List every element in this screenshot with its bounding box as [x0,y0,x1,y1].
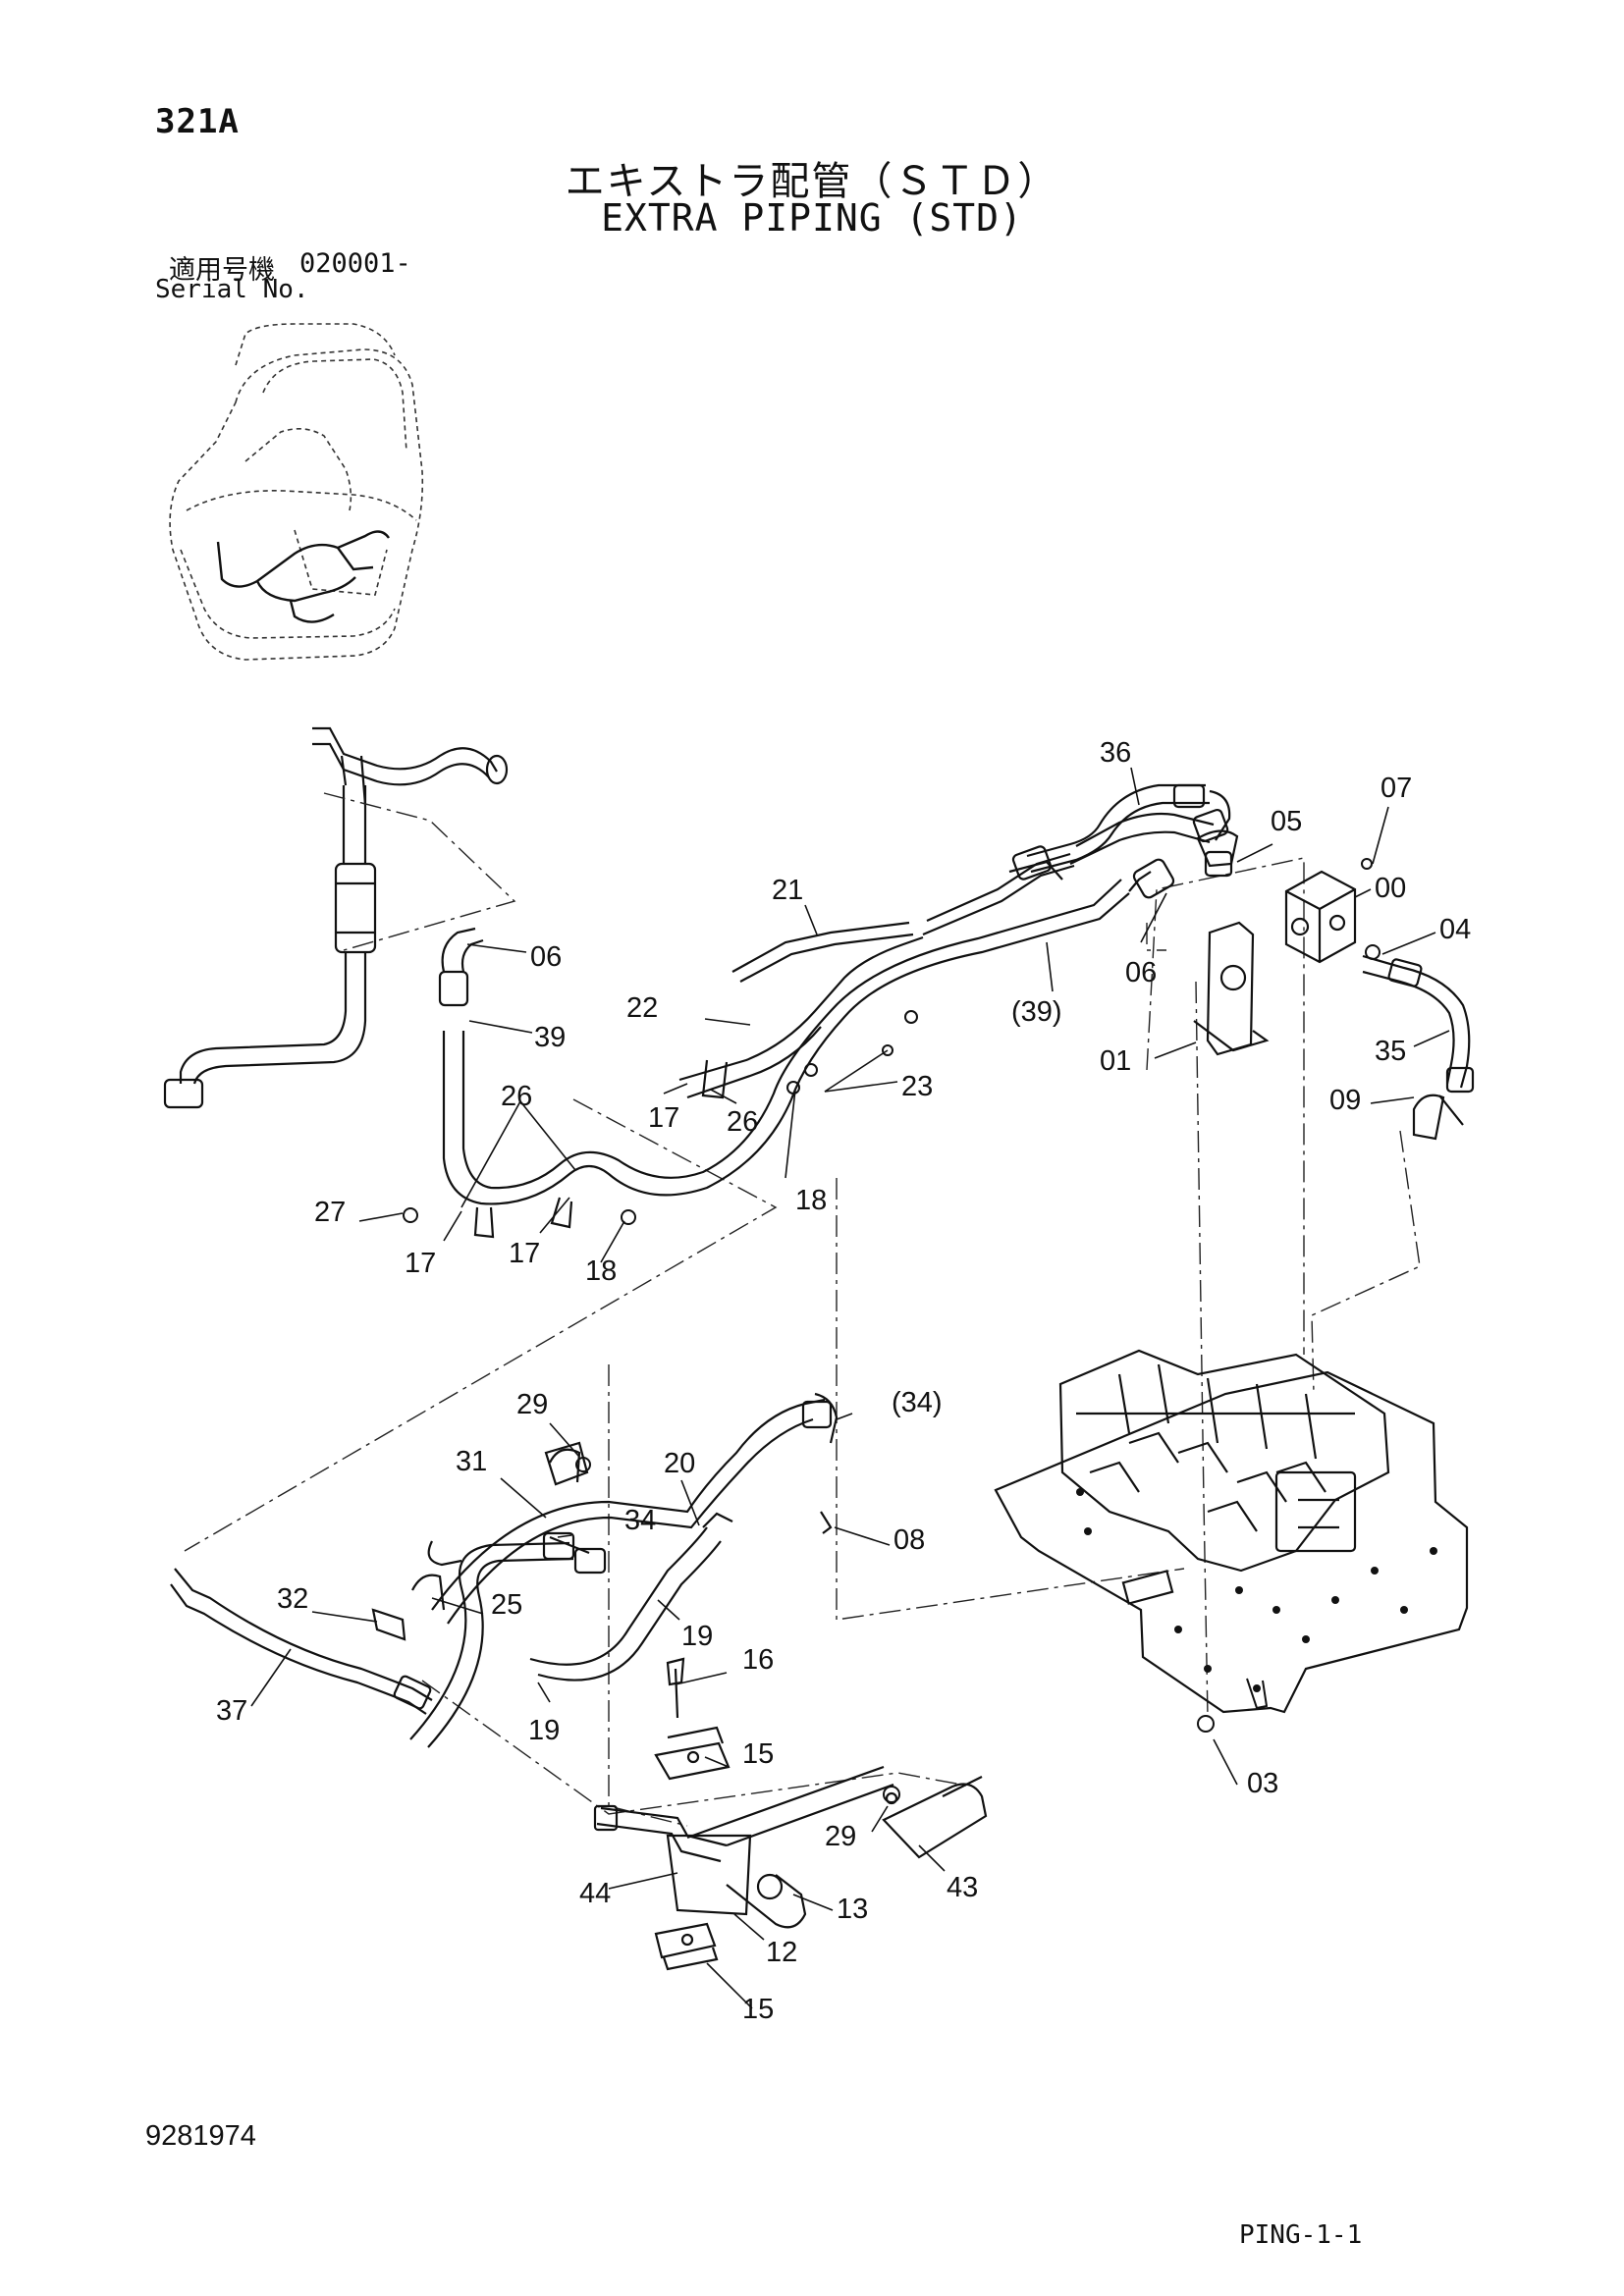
valve-block-00 [1284,870,1357,964]
callout-27: 27 [314,1197,346,1228]
serial-range: 020001- [299,248,411,279]
callout-12: 12 [766,1937,797,1968]
callout-34: 34 [624,1505,656,1536]
callout-numbers: 36 07 05 00 04 21 06 06 39 (39) 22 01 35… [216,737,1471,2025]
callout-36: 36 [1100,737,1131,769]
callout-15-bottom: 15 [742,1994,774,2025]
base-plate-holes [1076,1488,1437,1692]
small-fittings [403,858,1380,1803]
callout-05: 05 [1271,806,1302,837]
title-japanese: エキストラ配管（ＳＴＤ） [565,159,1059,204]
lower-hose-assembly [170,1392,839,1748]
document-number: 9281974 [145,2120,256,2152]
callout-18-left: 18 [585,1255,617,1287]
callout-16: 16 [742,1644,774,1676]
upper-hose-assembly [438,808,1233,1239]
callout-39: 39 [534,1022,566,1053]
callout-34-paren: (34) [892,1387,943,1418]
callout-29-bottom: 29 [825,1821,856,1852]
callout-31: 31 [456,1446,487,1477]
callout-09: 09 [1329,1085,1361,1116]
serial-label-english: Serial No. [155,275,309,304]
control-valve-assembly [994,1349,1469,1714]
callout-03: 03 [1247,1768,1278,1799]
serial-label-japanese: 適用号機 [169,255,275,286]
callout-25: 25 [491,1589,522,1621]
machine-overview-piping [216,530,390,623]
callout-15-top: 15 [742,1738,774,1770]
page-number: 321A [155,102,240,141]
callout-08: 08 [893,1524,925,1556]
callout-32: 32 [277,1583,308,1615]
leader-lines [184,792,1421,1827]
callout-35: 35 [1375,1036,1406,1067]
callout-20: 20 [664,1448,695,1479]
callout-17-left: 17 [405,1248,436,1279]
callout-44: 44 [579,1878,611,1909]
bottom-pipe-clamp-assembly [593,1657,988,1971]
callout-26-center: 26 [727,1106,758,1138]
callout-17-mid: 17 [509,1238,540,1269]
hose-35-assembly [1362,954,1475,1141]
callout-39-paren: (39) [1011,996,1062,1028]
callout-00: 00 [1375,873,1406,904]
callout-26-left: 26 [501,1081,532,1112]
callout-22: 22 [626,992,658,1024]
callout-13: 13 [837,1894,868,1925]
callout-06-left: 06 [530,941,562,973]
upper-left-pipe-assembly [163,726,509,1109]
callout-06-right: 06 [1125,957,1157,988]
callout-19-right: 19 [681,1621,713,1652]
callout-04: 04 [1439,914,1471,945]
bracket-01 [1193,921,1270,1056]
callout-43: 43 [947,1872,978,1903]
callout-23: 23 [901,1071,933,1102]
callout-21: 21 [772,875,803,906]
callout-17-center: 17 [648,1102,679,1134]
page-reference: PING-1-1 [1239,2220,1363,2250]
callout-29-top: 29 [516,1389,548,1420]
title-english: EXTRA PIPING (STD) [601,196,1023,240]
callout-07: 07 [1380,773,1412,804]
hose-36-assembly [1011,783,1239,881]
callout-37: 37 [216,1695,247,1727]
callout-01: 01 [1100,1045,1131,1077]
callout-18-right: 18 [795,1185,827,1216]
callout-19-bottom: 19 [528,1715,560,1746]
callout-leaders [250,767,1450,2009]
machine-overview-illustration [169,323,424,661]
